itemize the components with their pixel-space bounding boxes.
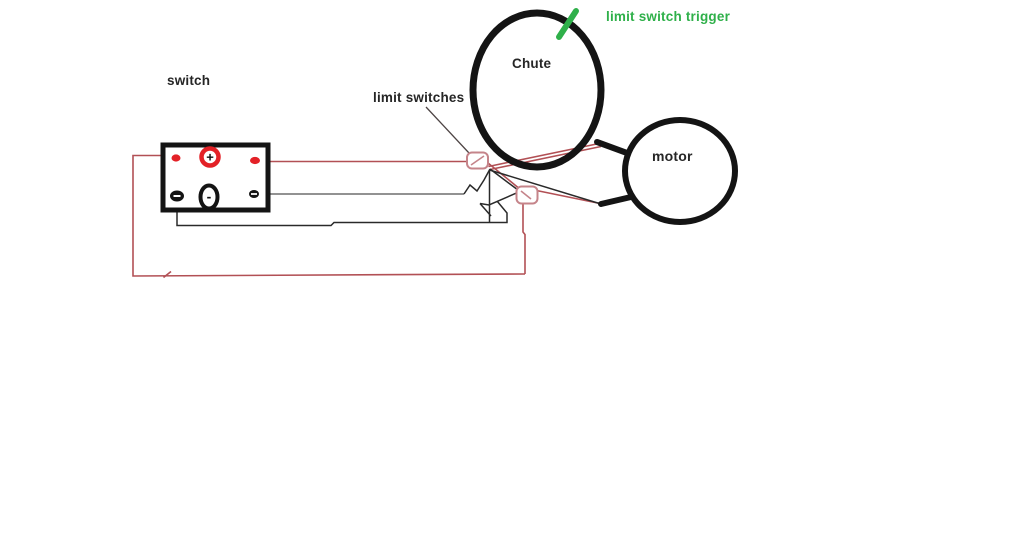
plus-symbol: + [206, 150, 214, 165]
red-wire-switch2-to-motor-lower [536, 189, 601, 205]
hand-arrow [463, 168, 522, 217]
limit-switches-label: limit switches [373, 90, 465, 105]
limit-switch-1 [466, 151, 489, 170]
chute-circle [469, 9, 605, 171]
red-wire-switch1-to-switch2 [487, 162, 519, 189]
red-wire-left-loop [132, 154, 526, 279]
wire-tick [163, 270, 172, 279]
limit-switch-2 [515, 185, 539, 205]
motor-terminal-lower [598, 194, 634, 207]
chute-label: Chute [512, 56, 552, 71]
battery-switch-box: + - [160, 142, 271, 213]
positive-terminal-icon [199, 146, 221, 168]
label-pointer-line [425, 106, 470, 154]
motor-assembly [594, 117, 738, 225]
black-wire-to-motor-lower [489, 169, 602, 205]
motor-terminal-upper [594, 139, 630, 156]
terminal-red-right [250, 156, 260, 165]
motor-circle [622, 117, 738, 225]
negative-terminal-icon [198, 183, 220, 211]
minus-symbol: - [207, 189, 212, 205]
limit-switch-trigger-label: limit switch trigger [606, 9, 731, 24]
switch-label: switch [167, 73, 211, 88]
motor-label: motor [652, 148, 693, 164]
terminal-red-left [171, 154, 181, 162]
limit-switch-trigger-mark [556, 8, 579, 40]
